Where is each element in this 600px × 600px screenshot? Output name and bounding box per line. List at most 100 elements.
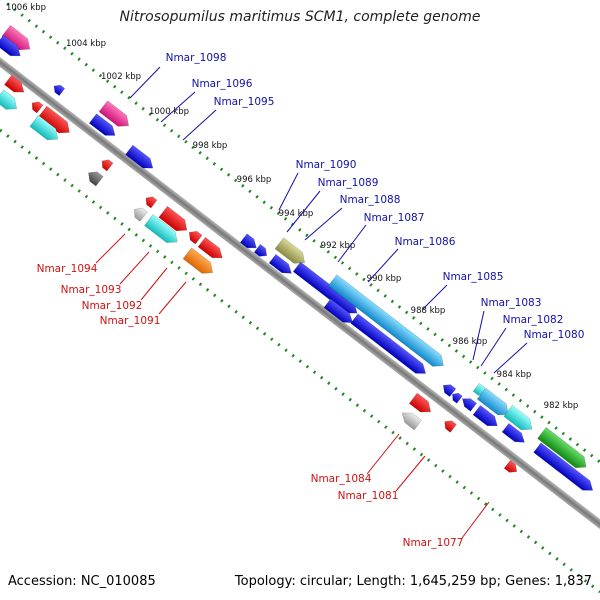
gene-blue-tri-1 (53, 84, 66, 96)
gene-red-4 (101, 159, 114, 172)
label-leader-line (140, 267, 168, 301)
minus-strand-genes (0, 74, 518, 473)
gene-red-10 (444, 420, 457, 433)
gene-label: Nmar_1092 (82, 300, 143, 312)
gene-red-7 (188, 231, 203, 245)
gene-red-5 (145, 196, 158, 209)
label-leader-line (480, 327, 507, 367)
gene-red-6 (158, 205, 188, 232)
gene-cyan-5 (144, 214, 178, 243)
gene-labels: Nmar_1098Nmar_1096Nmar_1095Nmar_1090Nmar… (37, 52, 585, 549)
gene-label: Nmar_1081 (338, 490, 399, 502)
gene-label: Nmar_1083 (481, 297, 542, 309)
gene-label: Nmar_1087 (364, 212, 425, 224)
gene-label: Nmar_1090 (296, 159, 357, 171)
tick-label: 984 kbp (497, 370, 532, 380)
gene-blue-3 (125, 144, 154, 169)
tick-label: 996 kbp (237, 175, 272, 185)
label-leader-line (286, 190, 321, 233)
tick-label: 998 kbp (193, 141, 228, 151)
label-leader-line (160, 91, 196, 123)
gene-label: Nmar_1089 (318, 177, 379, 189)
gene-red-11 (503, 460, 518, 473)
gene-blue-13 (533, 442, 594, 491)
gene-magenta-2 (98, 100, 129, 127)
gene-label: Nmar_1086 (395, 236, 456, 248)
gene-label: Nmar_1096 (192, 78, 253, 90)
label-leader-line (395, 455, 426, 492)
tick-label: 1002 kbp (101, 72, 141, 82)
label-leader-line (129, 66, 161, 99)
gene-red-3 (37, 105, 70, 134)
tick-label: 988 kbp (411, 306, 446, 316)
label-leader-line (304, 207, 343, 241)
gene-darkgray-1 (88, 171, 104, 187)
gene-green-1 (537, 427, 587, 469)
gene-blue-9 (350, 313, 426, 374)
gene-gray-2 (401, 412, 422, 431)
gene-label: Nmar_1095 (214, 96, 275, 108)
gene-red-9 (408, 392, 432, 413)
gene-label: Nmar_1093 (61, 284, 122, 296)
gene-blue-8 (323, 298, 354, 324)
gene-blue-5 (253, 244, 268, 257)
gene-blue-10 (462, 398, 477, 412)
genome-summary: Topology: circular; Length: 1,645,259 bp… (234, 574, 592, 589)
gene-cyan-3 (0, 89, 18, 110)
label-leader-line (472, 310, 485, 361)
label-leader-line (158, 281, 187, 315)
gene-label: Nmar_1082 (503, 314, 564, 326)
tick-label: 982 kbp (544, 401, 579, 411)
tick-labels: 1006 kbp 1004 kbp 1002 kbp 1000 kbp 998 kbp 9… (6, 3, 578, 411)
accession-label: Accession: NC_010085 (8, 574, 156, 589)
gene-lightblue-1 (327, 274, 444, 367)
backbone (0, 52, 600, 600)
tick-ring-outer (0, 0, 600, 464)
gene-gray-1 (133, 207, 148, 222)
gene-lightblue-2 (476, 387, 509, 416)
gene-label: Nmar_1091 (100, 315, 161, 327)
gene-blue-tri-2 (442, 384, 457, 397)
gene-blue-6 (268, 253, 292, 274)
label-leader-line (493, 342, 528, 374)
gene-olive-1 (274, 237, 305, 264)
label-leader-line (461, 501, 490, 539)
label-leader-line (367, 248, 399, 283)
label-leader-line (421, 284, 448, 311)
gene-blue-2 (88, 113, 116, 136)
gene-label: Nmar_1077 (403, 537, 464, 549)
gene-label: Nmar_1085 (443, 271, 504, 283)
gene-blue-4 (239, 233, 257, 249)
label-leader-line (182, 109, 217, 141)
gene-red-1 (4, 74, 25, 93)
plus-strand-genes (0, 24, 594, 491)
tick-label: 990 kbp (367, 274, 402, 284)
gene-cyan-2 (503, 404, 533, 431)
gene-label: Nmar_1084 (311, 473, 372, 485)
gene-label: Nmar_1094 (37, 263, 98, 275)
gene-red-8 (197, 236, 223, 259)
tick-label: 986 kbp (453, 337, 488, 347)
gene-blue-12 (501, 422, 525, 443)
gene-blue-tri-3 (452, 392, 463, 404)
gene-cyan-4 (29, 114, 59, 141)
label-leader-line (95, 233, 126, 264)
label-leader-line (366, 433, 400, 475)
gene-label: Nmar_1098 (166, 52, 227, 64)
tick-label: 994 kbp (279, 209, 314, 219)
tick-label: 1006 kbp (6, 3, 46, 13)
gene-blue-11 (472, 404, 498, 427)
tick-label: 1004 kbp (66, 39, 106, 49)
tick-label: 992 kbp (321, 241, 356, 251)
gene-label: Nmar_1088 (340, 194, 401, 206)
label-leader-line (337, 224, 367, 263)
gene-red-2 (31, 101, 44, 114)
gene-label: Nmar_1080 (524, 329, 585, 341)
gene-magenta-1 (1, 24, 31, 51)
gene-blue-1 (0, 34, 21, 57)
map-title: Nitrosopumilus maritimus SCM1, complete … (119, 9, 481, 25)
tick-label: 1000 kbp (149, 107, 189, 117)
gene-orange-1 (182, 247, 213, 274)
label-leader-line (278, 172, 299, 211)
